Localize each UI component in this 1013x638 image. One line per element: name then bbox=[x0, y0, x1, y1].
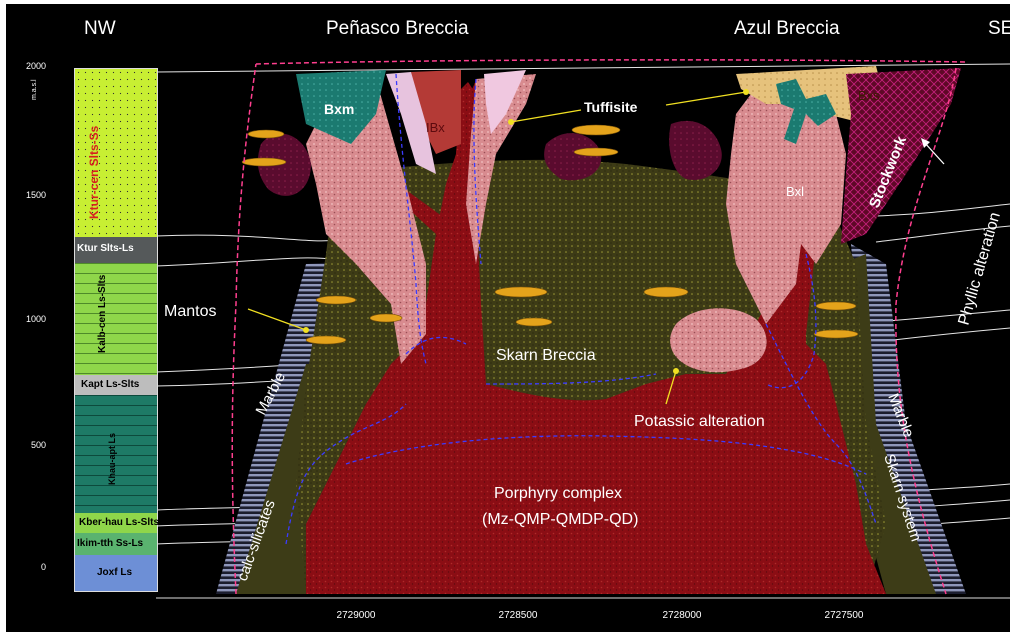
strat-khau-apt: Khau-apt Ls bbox=[75, 395, 157, 513]
strat-label-joxf: Joxf Ls bbox=[97, 567, 132, 578]
x-tick-2729000: 2729000 bbox=[337, 610, 376, 621]
strat-joxf: Joxf Ls bbox=[75, 555, 157, 591]
label-potassic: Potassic alteration bbox=[634, 413, 765, 430]
strat-ikim-tth: Ikim-tth Ss-Ls bbox=[75, 533, 157, 555]
phyllic-top-boundary bbox=[256, 60, 966, 64]
cross-section-panel: Bxm IBx Tuffisite Bxs Bxl Stockwork Phyl… bbox=[6, 4, 1010, 632]
strat-label-ktur-slts: Ktur Slts-Ls bbox=[77, 243, 134, 254]
label-bxs: Bxs bbox=[858, 88, 880, 103]
strat-kber-hau: Kber-hau Ls-Slts bbox=[75, 513, 157, 533]
label-bxl: Bxl bbox=[786, 184, 804, 199]
y-tick-2000: 2000 bbox=[6, 61, 46, 71]
x-tick-2728000: 2728000 bbox=[663, 610, 702, 621]
strat-kapt: Kapt Ls-Slts bbox=[75, 375, 157, 395]
label-skarn-breccia: Skarn Breccia bbox=[496, 347, 596, 364]
header-nw: NW bbox=[84, 18, 116, 40]
label-porphyry-2: (Mz-QMP-QMDP-QD) bbox=[482, 511, 638, 528]
header-penasco-breccia: Peñasco Breccia bbox=[326, 18, 469, 40]
label-mantos: Mantos bbox=[164, 303, 216, 320]
header-azul-breccia: Azul Breccia bbox=[734, 18, 840, 40]
label-phyllic: Phyllic alteration bbox=[956, 210, 1004, 327]
header-se: SE bbox=[988, 18, 1010, 40]
x-tick-2728500: 2728500 bbox=[499, 610, 538, 621]
label-bxm: Bxm bbox=[324, 101, 354, 117]
strat-kalb-cen: Kalb-cen Ls-Slts bbox=[75, 263, 157, 375]
y-tick-0: 0 bbox=[6, 562, 46, 572]
strat-label-kber-hau: Kber-hau Ls-Slts bbox=[79, 517, 159, 528]
strat-label-khau-apt: Khau-apt Ls bbox=[107, 433, 117, 485]
y-tick-1500: 1500 bbox=[6, 190, 46, 200]
strat-label-kalb-cen: Kalb-cen Ls-Slts bbox=[97, 275, 108, 353]
stratigraphic-column: Ktur-cen Slts-Ss Ktur Slts-Ls Kalb-cen L… bbox=[74, 68, 158, 592]
x-tick-2727500: 2727500 bbox=[825, 610, 864, 621]
y-axis-unit: m.a.s.l bbox=[31, 79, 38, 100]
strat-ktur-slts: Ktur Slts-Ls bbox=[75, 237, 157, 263]
label-porphyry-1: Porphyry complex bbox=[494, 485, 622, 502]
y-tick-1000: 1000 bbox=[6, 314, 46, 324]
strat-label-kapt: Kapt Ls-Slts bbox=[81, 379, 139, 390]
strat-label-ikim-tth: Ikim-tth Ss-Ls bbox=[77, 538, 143, 549]
y-tick-500: 500 bbox=[6, 440, 46, 450]
strat-ktur-cen: Ktur-cen Slts-Ss bbox=[75, 69, 157, 237]
strat-label-ktur-cen: Ktur-cen Slts-Ss bbox=[87, 126, 101, 219]
phyllic-arrow bbox=[924, 142, 944, 164]
label-tuffisite: Tuffisite bbox=[584, 99, 638, 115]
potassic-blob bbox=[670, 308, 767, 372]
label-ibx: IBx bbox=[426, 120, 445, 135]
